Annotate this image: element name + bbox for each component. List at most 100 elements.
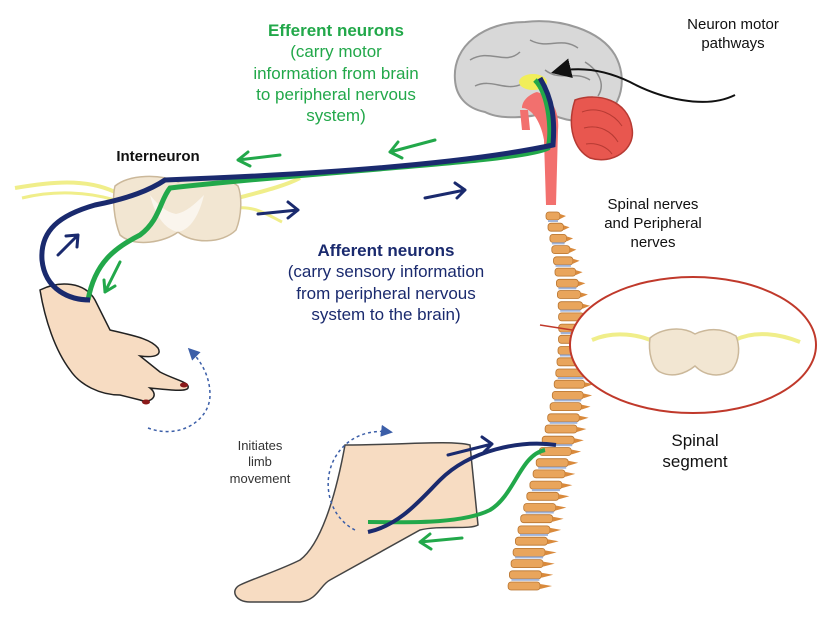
vertebra	[532, 469, 566, 479]
intervertebral-disc	[549, 421, 578, 424]
vertebra	[517, 525, 551, 535]
intervertebral-disc	[560, 309, 581, 312]
intervertebral-disc	[548, 220, 558, 222]
limb-movement-label: Initiates limb movement	[214, 438, 306, 487]
limb-movement-line-1: Initiates	[237, 438, 283, 453]
vertebra-process	[584, 382, 594, 388]
vertebra	[523, 503, 557, 512]
vertebra	[507, 581, 541, 591]
efferent-label: Efferent neurons (carry motor informatio…	[236, 20, 436, 126]
vertebra-process	[552, 516, 564, 522]
vertebra-process	[545, 550, 557, 556]
vertebra	[553, 379, 586, 389]
vertebra	[510, 559, 544, 568]
vertebra-process	[579, 415, 589, 421]
efferent-desc-3: to peripheral nervous	[256, 84, 416, 104]
intervertebral-disc	[515, 556, 544, 559]
intervertebral-disc	[525, 511, 554, 514]
vertebra-process	[547, 539, 559, 545]
vertebra	[549, 233, 568, 243]
vertebra	[556, 278, 579, 288]
motor-pathways-line-2: pathways	[701, 34, 765, 52]
afferent-desc-1: (carry sensory information	[287, 262, 485, 282]
vertebra-process	[574, 438, 584, 444]
vertebra	[557, 301, 583, 311]
motor-pathways-label: Neuron motor pathways	[670, 16, 796, 54]
efferent-direction-arrows	[102, 138, 464, 551]
vertebra	[512, 548, 546, 557]
vertebra-process	[580, 292, 588, 298]
vertebra-process	[578, 281, 586, 287]
vertebra	[557, 290, 581, 299]
vertebra-process	[550, 527, 562, 533]
afferent-desc-3: system to the brain)	[311, 304, 461, 324]
limb-movement-line-2: limb	[248, 454, 272, 470]
motor-pathways-line-1: Neuron motor	[687, 16, 779, 33]
hand-illustration	[39, 283, 189, 405]
intervertebral-disc	[544, 444, 573, 447]
spinal-nerves-label: Spinal nerves and Peripheral nerves	[590, 196, 716, 252]
vertebra-process	[566, 236, 574, 242]
limb-movement-line-3: movement	[229, 470, 291, 486]
efferent-desc-4: system)	[306, 106, 366, 125]
intervertebral-disc	[555, 264, 571, 267]
spinal-nerves-line-1: Spinal nerves	[607, 196, 699, 213]
spinal-segment-line-1: Spinal	[671, 431, 719, 450]
vertebra	[545, 211, 561, 221]
intervertebral-disc	[531, 489, 560, 492]
hand-motion-arrow	[147, 347, 211, 433]
vertebra	[520, 514, 554, 524]
vertebra	[544, 424, 578, 434]
spinal-nerves-line-3: nerves	[630, 233, 676, 251]
vertebra	[529, 480, 563, 490]
spinal-column-illustration	[507, 211, 595, 591]
intervertebral-disc	[538, 466, 567, 469]
spinal-segment-callout	[539, 276, 817, 414]
vertebra-process	[583, 393, 593, 399]
vertebra-process	[576, 427, 587, 432]
intervertebral-disc	[520, 533, 548, 536]
intervertebral-disc	[554, 399, 582, 402]
interneuron-label: Interneuron	[116, 148, 200, 165]
vertebra-process	[558, 494, 570, 500]
vertebra	[526, 491, 560, 501]
vertebra	[547, 413, 580, 423]
vertebra	[551, 245, 571, 255]
afferent-direction-arrows	[56, 181, 494, 457]
intervertebral-disc	[511, 578, 540, 581]
afferent-desc-2: from peripheral nervous	[296, 283, 476, 303]
spinal-nerves-line-2: and Peripheral	[604, 214, 702, 232]
vertebra	[547, 222, 564, 232]
vertebra-process	[540, 584, 553, 589]
vertebra-process	[575, 270, 583, 276]
vertebra	[553, 256, 574, 266]
vertebra-process	[571, 449, 582, 455]
vertebra-process	[543, 561, 555, 567]
vertebra-process	[568, 460, 579, 466]
afferent-pathway	[39, 76, 557, 534]
vertebra-process	[572, 258, 580, 264]
vertebra	[508, 570, 542, 580]
vertebra	[549, 402, 582, 412]
vertebra-process	[581, 404, 591, 410]
intervertebral-disc	[558, 287, 577, 290]
vertebra-process	[561, 483, 573, 489]
vertebra	[551, 390, 584, 400]
vertebra-process	[565, 471, 576, 477]
afferent-label: Afferent neurons (carry sensory informat…	[268, 240, 504, 325]
leg-illustration	[234, 442, 479, 603]
efferent-title: Efferent neurons	[267, 21, 405, 40]
spinal-segment-line-2: segment	[662, 452, 728, 472]
motor-pathways-pointer	[551, 58, 736, 103]
vertebra-process	[569, 247, 577, 253]
vertebra-process	[541, 572, 554, 578]
brain-illustration	[453, 20, 634, 205]
leg-motion-arrow	[327, 424, 393, 531]
efferent-desc-2: information from brain	[253, 63, 419, 83]
vertebra	[554, 267, 577, 277]
intervertebral-disc	[557, 377, 584, 379]
vertebra-process	[555, 505, 567, 511]
vertebra-process	[563, 225, 570, 231]
spinal-segment-label: Spinal segment	[640, 430, 750, 473]
